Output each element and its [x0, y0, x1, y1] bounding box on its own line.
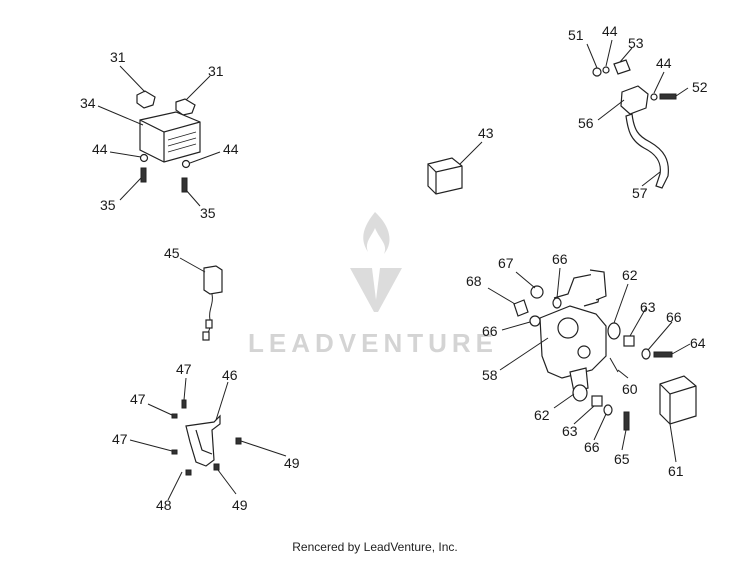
callout-34: 34: [80, 95, 96, 111]
callout-66: 66: [666, 309, 682, 325]
bracket-group: [129, 377, 287, 501]
callout-52: 52: [692, 79, 708, 95]
callout-65: 65: [614, 451, 630, 467]
part-45-group: [179, 257, 223, 341]
callout-35: 35: [100, 197, 116, 213]
part-66-washer-top: [552, 297, 562, 309]
callout-60: 60: [622, 381, 638, 397]
part-68-bracket: [513, 299, 529, 317]
callout-31: 31: [208, 63, 224, 79]
part-58-carburetor: [539, 269, 607, 393]
part-62-gasket-left: [572, 384, 588, 402]
callout-31: 31: [110, 49, 126, 65]
callout-64: 64: [690, 335, 706, 351]
part-47-screw-mid: [171, 413, 178, 419]
part-47-screw-bottom: [171, 449, 178, 455]
part-66-washer-left: [529, 315, 541, 327]
part-63-spacer-right: [623, 335, 635, 347]
callout-62: 62: [534, 407, 550, 423]
footer-credit: Rencered by LeadVenture, Inc.: [292, 540, 458, 554]
part-61-cover: [659, 375, 697, 425]
part-47-screw-top: [181, 399, 187, 409]
part-66-washer-right: [641, 348, 651, 360]
part-66-washer-lower: [603, 404, 613, 416]
watermark: LEADVENTURE: [248, 212, 498, 358]
ignition-module-group: [97, 65, 221, 207]
part-52-bolt: [659, 93, 677, 100]
callout-47: 47: [176, 361, 192, 377]
part-45-sensor: [203, 265, 223, 295]
part-44-washer-coil-right: [650, 93, 658, 101]
part-63-spacer-left: [591, 395, 603, 407]
part-65-bolt: [623, 411, 630, 431]
part-67-nut: [530, 285, 544, 299]
callout-44: 44: [602, 23, 618, 39]
callout-67: 67: [498, 255, 514, 271]
callout-45: 45: [164, 245, 180, 261]
callout-47: 47: [130, 391, 146, 407]
part-44-washer-right: [181, 159, 191, 169]
part-35-screw-left: [140, 167, 147, 183]
carburetor-group: [487, 267, 697, 463]
callout-51: 51: [568, 27, 584, 43]
part-49-nut-bottom: [213, 463, 220, 471]
callout-44: 44: [656, 55, 672, 71]
callout-35: 35: [200, 205, 216, 221]
callout-44: 44: [223, 141, 239, 157]
callout-57: 57: [632, 185, 648, 201]
callout-labels: 31 31 34 44 44 35 35 51 44 53 44 52 56 5…: [80, 23, 708, 513]
part-49-nut-right: [235, 437, 242, 445]
callout-49: 49: [284, 455, 300, 471]
callout-61: 61: [668, 463, 684, 479]
callout-63: 63: [562, 423, 578, 439]
callout-66: 66: [482, 323, 498, 339]
part-60-screw: [609, 357, 619, 373]
watermark-text: LEADVENTURE: [248, 328, 498, 358]
part-44-washer-left: [139, 153, 149, 163]
callout-53: 53: [628, 35, 644, 51]
callout-46: 46: [222, 367, 238, 383]
part-35-screw-right: [181, 177, 188, 193]
callout-47: 47: [112, 431, 128, 447]
part-43-group: [427, 141, 483, 195]
callout-62: 62: [622, 267, 638, 283]
flame-v-logo-icon: [350, 212, 402, 312]
callout-49: 49: [232, 497, 248, 513]
coil-group: [586, 39, 689, 189]
part-43-housing: [427, 157, 463, 195]
part-34-module: [139, 111, 201, 163]
part-53-spacer: [613, 59, 631, 75]
callout-43: 43: [478, 125, 494, 141]
part-48-nut: [185, 469, 192, 476]
callout-68: 68: [466, 273, 482, 289]
callout-66: 66: [552, 251, 568, 267]
callout-63: 63: [640, 299, 656, 315]
callout-48: 48: [156, 497, 172, 513]
part-51-nut: [592, 67, 602, 77]
part-31-clip-right: [175, 98, 196, 116]
part-64-bolt: [653, 351, 673, 358]
callout-66: 66: [584, 439, 600, 455]
part-44-washer-coil-left: [602, 66, 610, 74]
callout-56: 56: [578, 115, 594, 131]
callout-44: 44: [92, 141, 108, 157]
callout-58: 58: [482, 367, 498, 383]
part-56-ignition-coil: [620, 85, 669, 189]
part-62-gasket-right: [607, 322, 621, 340]
part-31-clip-left: [136, 90, 156, 109]
